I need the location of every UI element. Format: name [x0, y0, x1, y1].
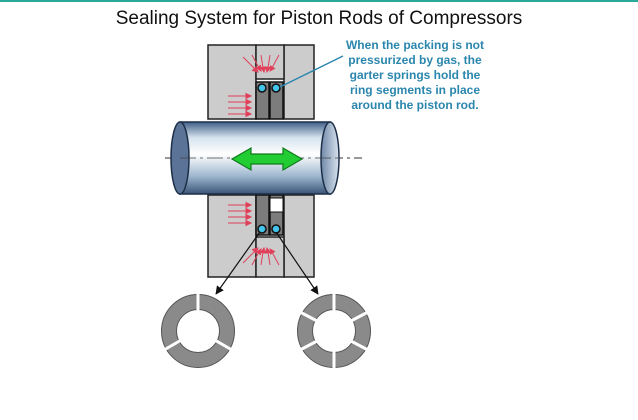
upper-packing-rings [255, 81, 284, 120]
callout-line: garter springs hold the [349, 68, 481, 82]
reciprocating-motion-arrow [230, 146, 304, 172]
callout-line: ring segments in place [349, 83, 481, 97]
lower-pressure-arrows [228, 201, 280, 266]
upper-garter-spring-right [271, 83, 281, 93]
top-accent-line [0, 0, 638, 2]
callout-line: pressurized by gas, the [348, 53, 482, 67]
diagram-title: Sealing System for Piston Rods of Compre… [115, 8, 523, 29]
ring-diagram-six-segment [297, 292, 371, 370]
leader-arrow-left [215, 231, 261, 295]
lower-housing-bottom [255, 236, 285, 278]
lower-ring-left [255, 194, 270, 236]
upper-pressure-arrows [228, 54, 280, 118]
lower-housing-right [283, 194, 315, 278]
upper-housing-top [255, 44, 285, 80]
lower-garter-spring-left [257, 224, 267, 234]
lower-garter-spring-right [271, 224, 281, 234]
callout-line: When the packing is not [345, 38, 484, 52]
lower-housing-left [207, 194, 257, 278]
callout-line: around the piston rod. [351, 98, 479, 112]
leader-arrow-right [275, 231, 319, 295]
callout-leader-line [279, 55, 344, 88]
lower-housing [207, 194, 315, 278]
lower-packing-rings [255, 194, 284, 236]
upper-garter-spring-left [257, 83, 267, 93]
callout-text: When the packing is not pressurized by g… [330, 38, 500, 113]
ring-diagram-three-segment [161, 292, 235, 368]
lower-ring-right-gap [269, 197, 284, 213]
